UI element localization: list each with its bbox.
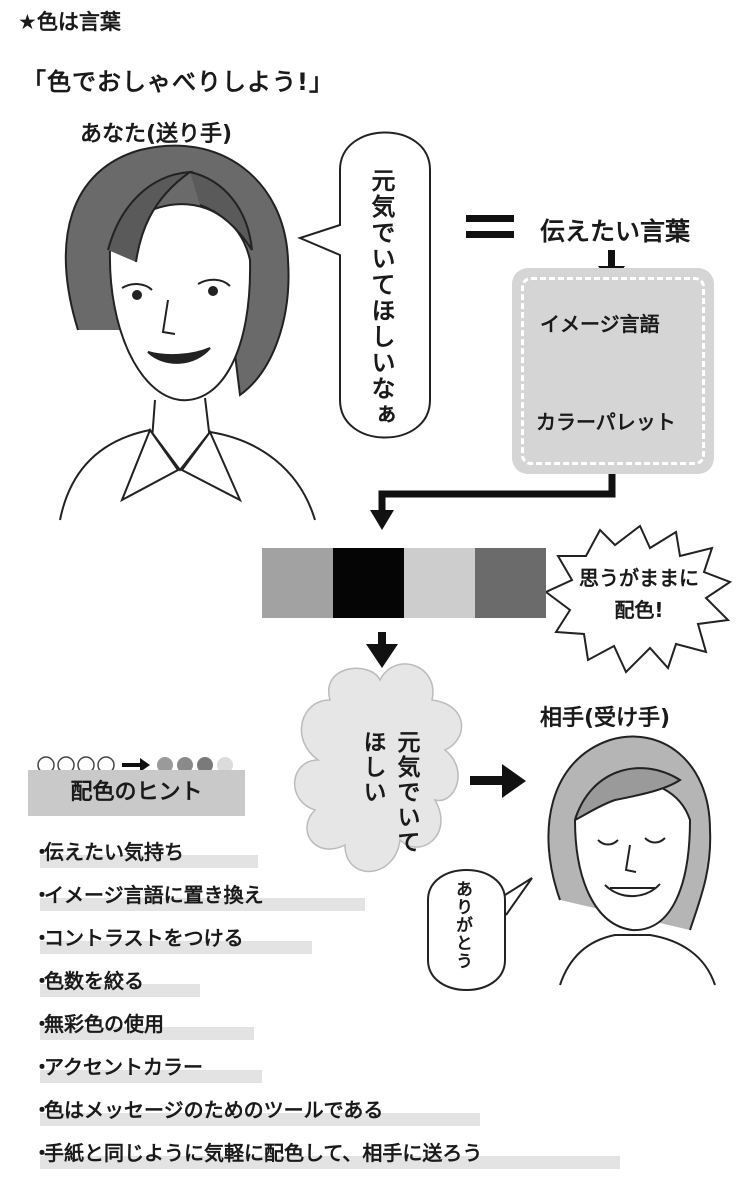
flow-box-dashed-border: [521, 277, 705, 465]
burst-line-1: 思うがままに: [579, 566, 699, 590]
hint-item-text: イメージ言語に置き換え: [44, 883, 264, 907]
thought-cloud: [294, 663, 463, 873]
hint-item: ・手紙と同じように気軽に配色して、相手に送ろう: [30, 1139, 630, 1169]
flow-box: [512, 268, 714, 474]
hint-item-text: コントラストをつける: [44, 926, 244, 950]
palette-swatch-2: [333, 548, 404, 618]
hint-list: ・伝えたい気持ち ・イメージ言語に置き換え ・コントラストをつける ・色数を絞る…: [30, 838, 630, 1182]
receiver-label: 相手(受け手): [540, 706, 671, 731]
palette-swatch-1: [262, 548, 333, 618]
burst-line-2: 配色!: [614, 598, 664, 622]
hint-item: ・イメージ言語に置き換え: [30, 881, 630, 911]
cloud-text: 元気でいてほしい: [359, 730, 419, 855]
hint-item-text: 色はメッセージのためのツールである: [44, 1098, 384, 1122]
hint-item: ・伝えたい気持ち: [30, 838, 630, 868]
hint-item: ・コントラストをつける: [30, 924, 630, 954]
page-header: ★色は言葉: [18, 10, 121, 34]
palette-swatch-4: [475, 548, 546, 618]
hint-item-text: 無彩色の使用: [44, 1012, 164, 1036]
sender-speech-text: 元気でいてほしいなぁ: [367, 168, 395, 428]
elbow-arrow-icon: [370, 474, 616, 530]
arrow-down-icon-3: [366, 632, 398, 668]
hint-title: 配色のヒント: [28, 770, 245, 816]
burst-text: 思うがままに 配色!: [566, 562, 712, 626]
sender-woman-illustration: [59, 144, 316, 521]
hint-item-text: 伝えたい気持ち: [44, 840, 184, 864]
page-title: 「色でおしゃべりしよう!」: [22, 68, 334, 96]
flow-step-image-language: イメージ言語: [540, 312, 660, 336]
receiver-person-illustration: [547, 735, 716, 986]
hint-circles-icon: [37, 756, 233, 774]
equals-icon: [466, 215, 514, 238]
palette-swatch-3: [404, 548, 475, 618]
hint-item: ・無彩色の使用: [30, 1010, 630, 1040]
sender-speech-bubble: [297, 131, 431, 439]
receiver-speech-bubble: [427, 869, 533, 991]
message-label: 伝えたい言葉: [540, 217, 691, 246]
receiver-speech-text: ありがとう: [452, 880, 472, 970]
sender-label: あなた(送り手): [80, 122, 233, 147]
hint-item-text: アクセントカラー: [44, 1055, 203, 1079]
hint-item: ・アクセントカラー: [30, 1053, 630, 1083]
hint-item: ・色はメッセージのためのツールである: [30, 1096, 630, 1126]
arrow-right-icon: [470, 764, 526, 798]
hint-item: ・色数を絞る: [30, 967, 630, 997]
burst-shape: [544, 524, 733, 674]
flow-step-color-palette: カラーパレット: [536, 410, 676, 434]
hint-item-text: 手紙と同じように気軽に配色して、相手に送ろう: [44, 1141, 483, 1165]
hint-item-text: 色数を絞る: [44, 969, 144, 993]
